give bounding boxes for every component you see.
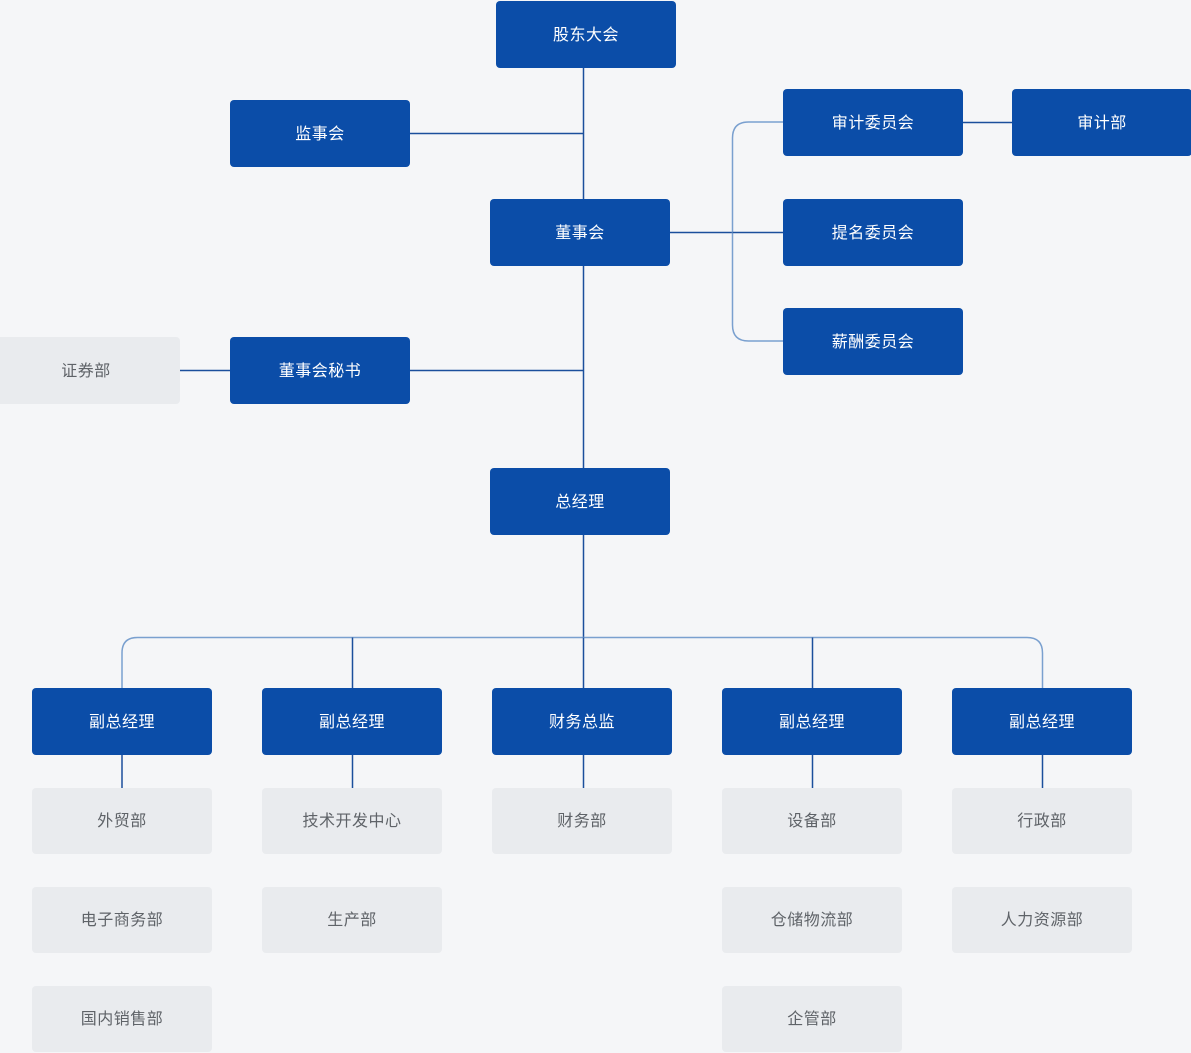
node-label: 证券部 [61, 360, 111, 380]
node-label: 外贸部 [97, 811, 147, 831]
node-deputy-gm-1[interactable]: 副总经理 [32, 688, 212, 755]
node-human-resources-department[interactable]: 人力资源部 [952, 887, 1132, 953]
node-remuneration-committee[interactable]: 薪酬委员会 [783, 308, 963, 375]
node-label: 监事会 [295, 123, 345, 143]
node-production-department[interactable]: 生产部 [262, 887, 442, 953]
node-label: 财务部 [557, 811, 607, 831]
node-finance-department[interactable]: 财务部 [492, 788, 672, 854]
node-audit-department[interactable]: 审计部 [1012, 89, 1191, 156]
node-domestic-sales-department[interactable]: 国内销售部 [32, 986, 212, 1052]
node-shareholders-meeting[interactable]: 股东大会 [496, 1, 676, 68]
node-board-secretary[interactable]: 董事会秘书 [230, 337, 410, 404]
node-administration-department[interactable]: 行政部 [952, 788, 1132, 854]
node-label: 行政部 [1017, 811, 1067, 831]
node-nomination-committee[interactable]: 提名委员会 [783, 199, 963, 266]
node-audit-committee[interactable]: 审计委员会 [783, 89, 963, 156]
node-equipment-department[interactable]: 设备部 [722, 788, 902, 854]
node-label: 财务总监 [548, 711, 615, 731]
node-label: 审计委员会 [831, 112, 915, 132]
node-label: 企管部 [787, 1009, 837, 1029]
node-label: 提名委员会 [831, 222, 915, 242]
node-label: 生产部 [327, 910, 377, 930]
node-label: 仓储物流部 [770, 910, 854, 930]
node-label: 总经理 [555, 491, 605, 511]
node-label: 副总经理 [1008, 711, 1075, 731]
node-label: 电子商务部 [80, 910, 164, 930]
node-securities-department[interactable]: 证券部 [0, 337, 180, 404]
node-label: 副总经理 [88, 711, 155, 731]
node-enterprise-management-department[interactable]: 企管部 [722, 986, 902, 1052]
node-foreign-trade-department[interactable]: 外贸部 [32, 788, 212, 854]
node-label: 副总经理 [778, 711, 845, 731]
node-warehouse-logistics-department[interactable]: 仓储物流部 [722, 887, 902, 953]
node-label: 审计部 [1077, 112, 1127, 132]
node-board-of-directors[interactable]: 董事会 [490, 199, 670, 266]
node-supervisory-board[interactable]: 监事会 [230, 100, 410, 167]
node-deputy-gm-5[interactable]: 副总经理 [952, 688, 1132, 755]
node-deputy-gm-4[interactable]: 副总经理 [722, 688, 902, 755]
node-label: 董事会秘书 [278, 360, 362, 380]
node-label: 人力资源部 [1000, 910, 1084, 930]
node-label: 设备部 [787, 811, 837, 831]
node-general-manager[interactable]: 总经理 [490, 468, 670, 535]
node-label: 技术开发中心 [302, 811, 402, 831]
node-label: 股东大会 [552, 24, 619, 44]
node-cfo[interactable]: 财务总监 [492, 688, 672, 755]
node-label: 副总经理 [318, 711, 385, 731]
node-deputy-gm-2[interactable]: 副总经理 [262, 688, 442, 755]
node-label: 国内销售部 [80, 1009, 164, 1029]
node-label: 董事会 [555, 222, 605, 242]
node-tech-development-center[interactable]: 技术开发中心 [262, 788, 442, 854]
node-label: 薪酬委员会 [831, 331, 915, 351]
node-ecommerce-department[interactable]: 电子商务部 [32, 887, 212, 953]
